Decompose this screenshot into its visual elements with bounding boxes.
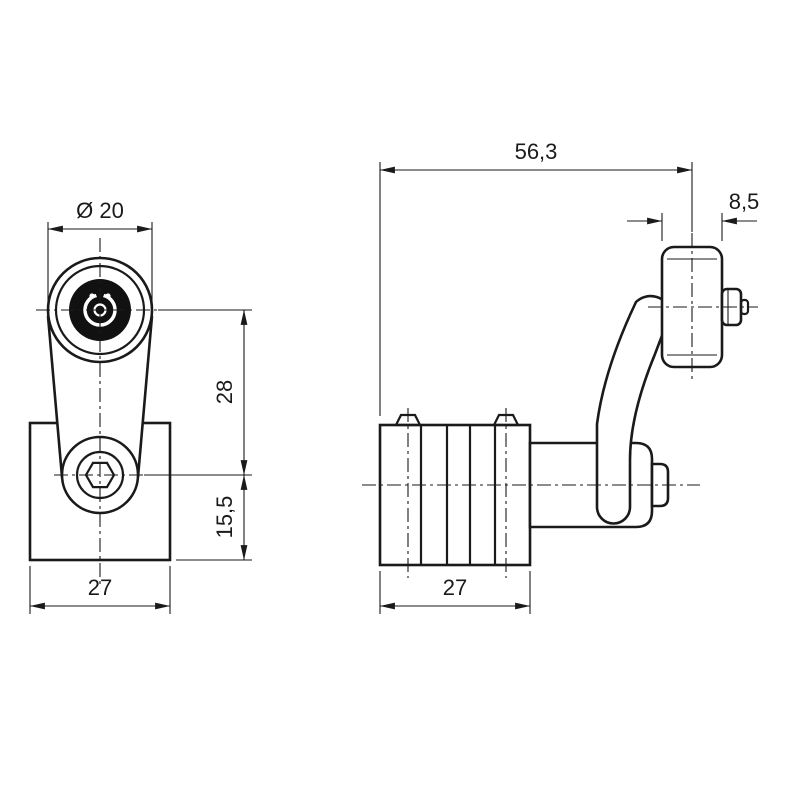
cover-screw-left	[394, 413, 422, 427]
front-lever-arm-right-edge	[136, 315, 154, 478]
dimension-label: 28	[212, 380, 237, 404]
retaining-ring-ear-right	[105, 293, 111, 299]
dimension-side-body-width: 27	[379, 571, 531, 614]
front-view	[28, 238, 172, 588]
dimension-roller-diameter: Ø 20	[47, 198, 153, 304]
side-view	[362, 233, 758, 578]
dimension-label: 15,5	[212, 496, 237, 539]
dimension-label: 8,5	[729, 189, 760, 214]
dimension-label: Ø 20	[76, 198, 124, 223]
retaining-ring-ear-left	[89, 293, 95, 299]
front-lever-arm-left-edge	[46, 315, 64, 478]
dimension-label: 56,3	[515, 139, 558, 164]
side-body	[378, 423, 532, 567]
dimension-lever-length: 28	[144, 309, 252, 476]
plunger-tip	[650, 462, 670, 508]
dimension-label: 27	[443, 575, 467, 600]
dimensions: Ø 20 28 15,5 27 56,3	[29, 139, 759, 614]
dimension-front-body-width: 27	[29, 566, 171, 614]
cover-screw-right	[492, 413, 520, 427]
dimension-roller-width: 8,5	[627, 189, 759, 241]
dimension-label: 27	[88, 575, 112, 600]
dimension-overall-depth: 56,3	[379, 139, 693, 416]
dimension-pivot-height: 15,5	[176, 474, 252, 561]
